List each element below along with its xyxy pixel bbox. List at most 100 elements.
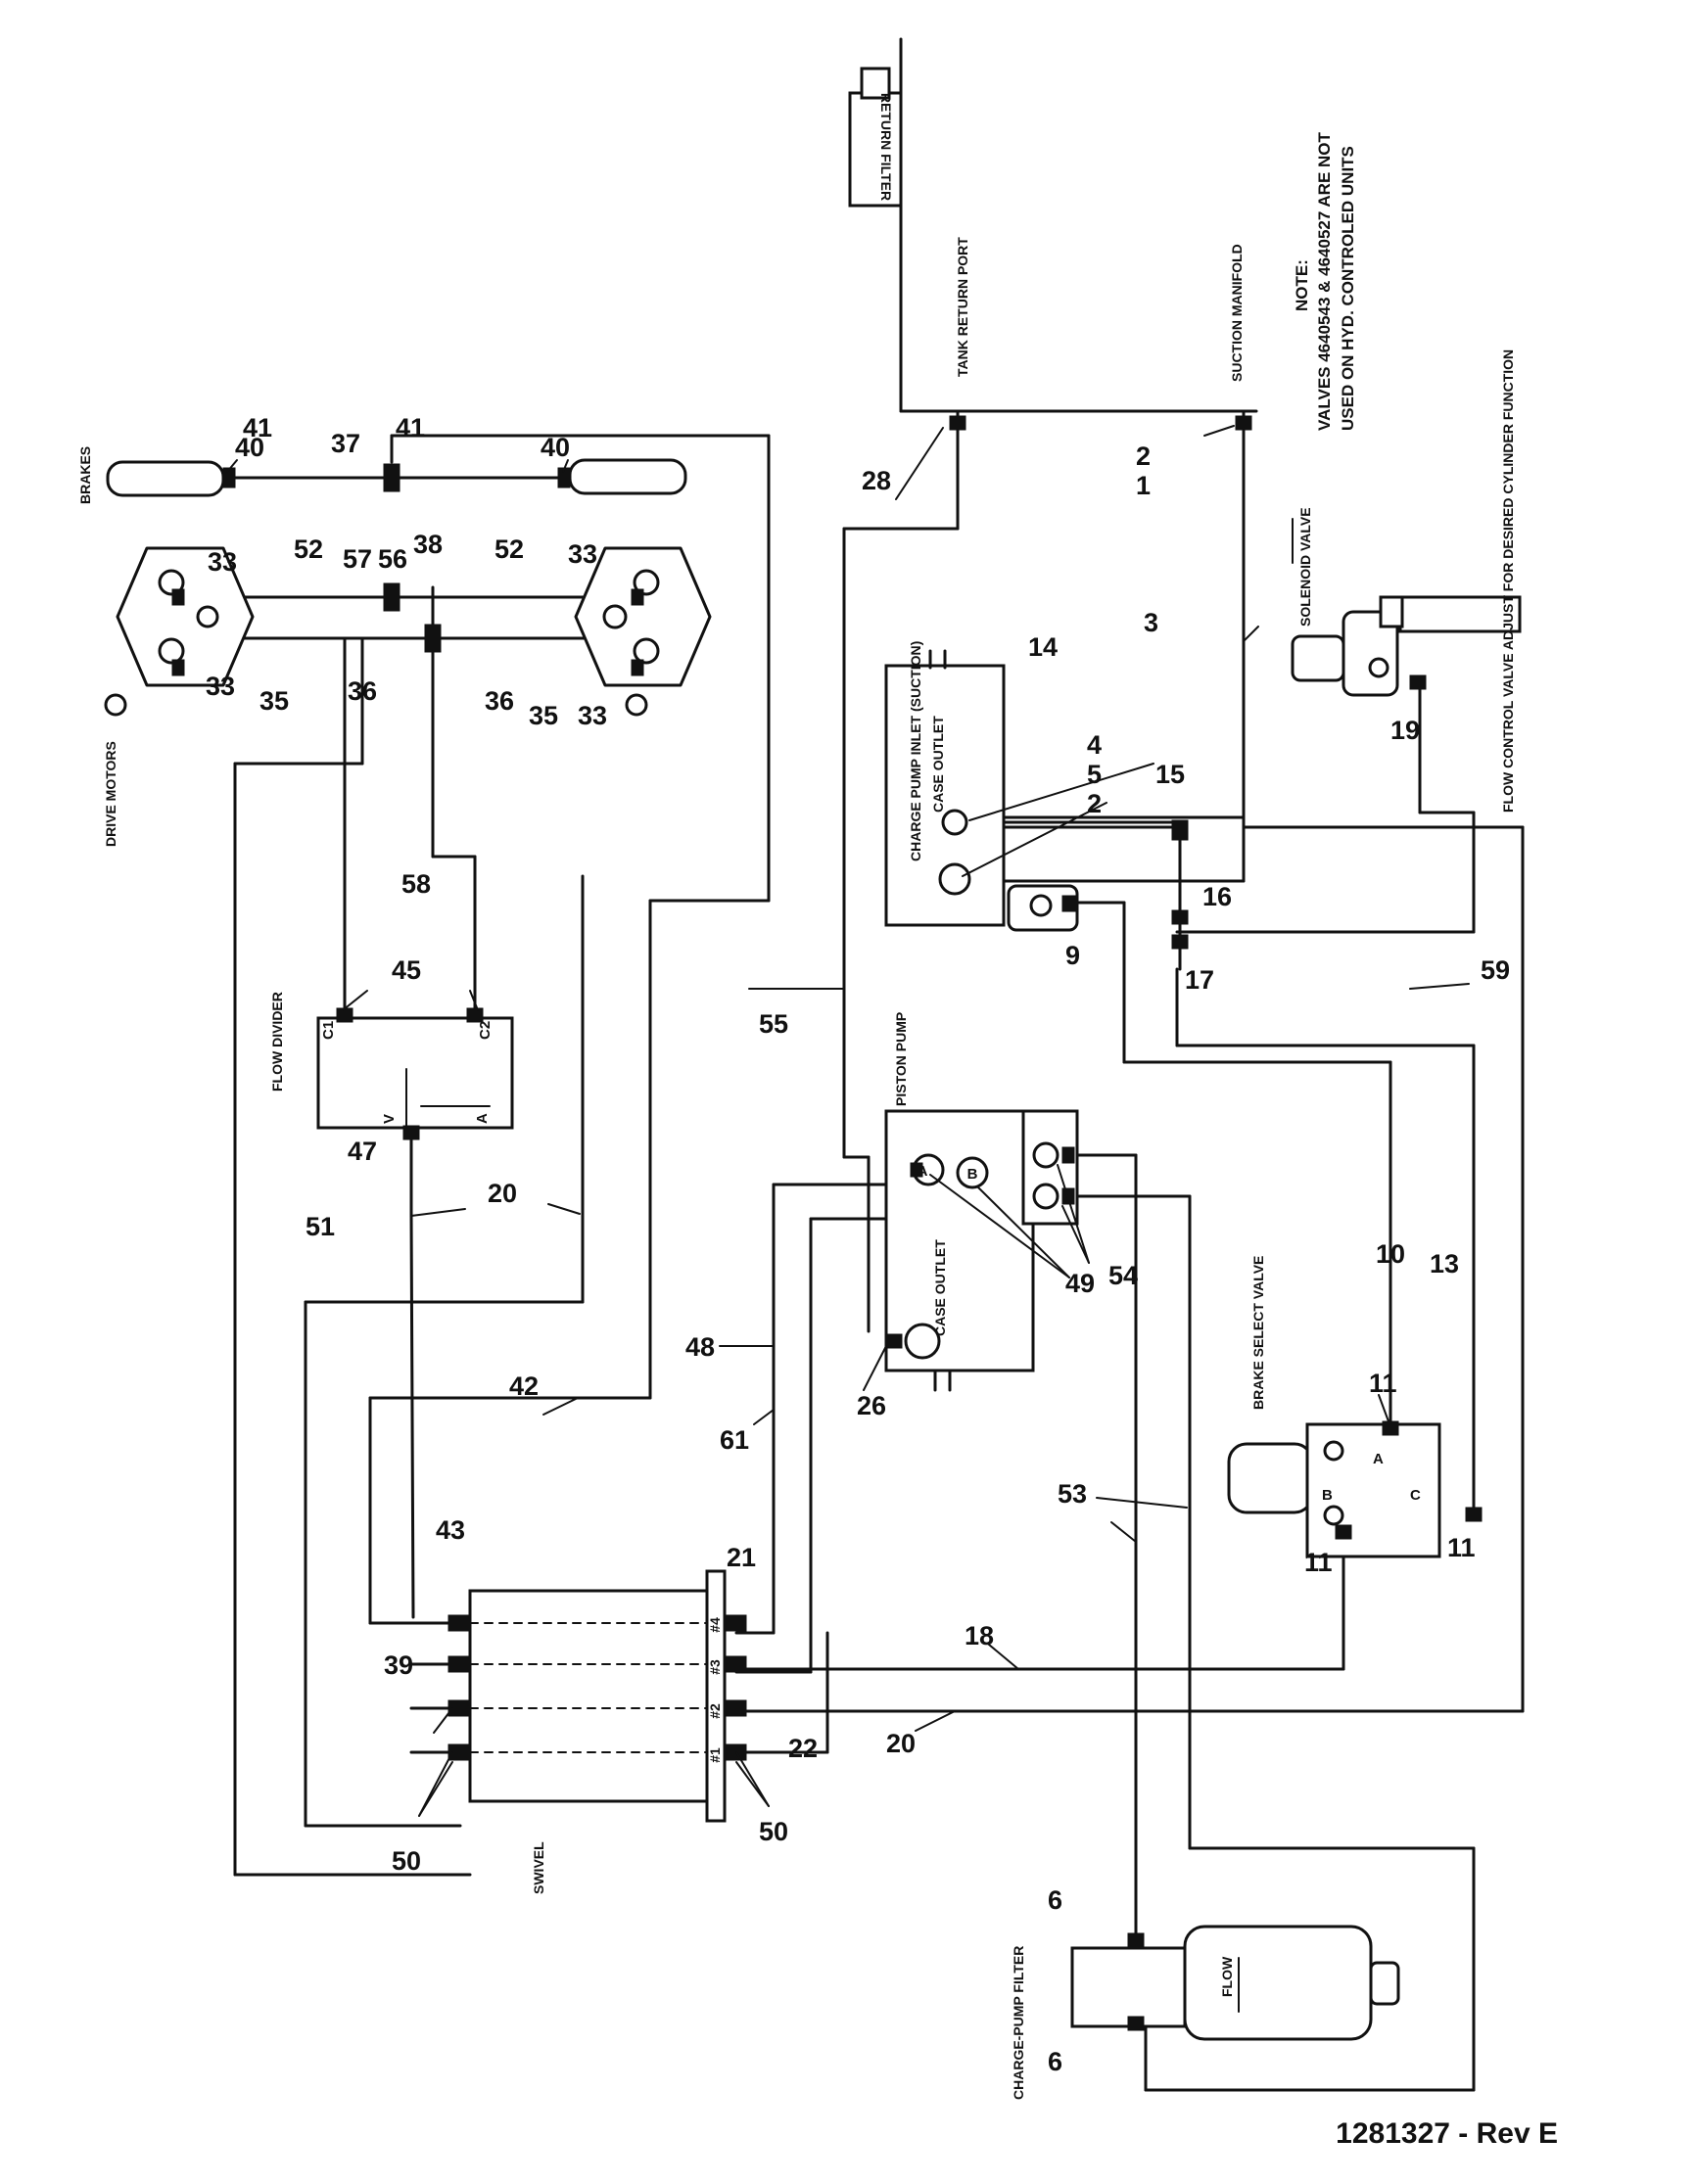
callout-58: 58 [401, 869, 431, 899]
callout-52: 52 [494, 534, 524, 564]
fd-port-a: A [474, 1113, 491, 1124]
fittings [171, 415, 1483, 2031]
callout-15: 15 [1155, 760, 1185, 789]
callout-21: 21 [727, 1543, 756, 1572]
brakes-label: BRAKES [77, 446, 93, 504]
solenoid-valve: SOLENOID VALVE FLOW CONTROL VALVE ADJUST… [1291, 349, 1522, 813]
callout-4: 4 [1087, 730, 1102, 760]
callout-50: 50 [759, 1817, 788, 1846]
callout-6: 6 [1048, 2047, 1062, 2076]
callout-54: 54 [1108, 1261, 1138, 1290]
swivel: #4 #3 #2 #1 [468, 1569, 727, 1823]
callout-16: 16 [1202, 882, 1232, 911]
return-filter: RETURN FILTER [848, 67, 903, 208]
callout-56: 56 [378, 544, 407, 574]
callout-2: 2 [1136, 441, 1151, 471]
tank-return-port-label: TANK RETURN PORT [955, 237, 970, 377]
callout-55: 55 [759, 1009, 788, 1039]
callout-53: 53 [1058, 1479, 1087, 1509]
callout-3: 3 [1144, 608, 1158, 637]
document-number: 1281327 - Rev E [1336, 2117, 1558, 2150]
note-title: NOTE: [1293, 259, 1311, 311]
callout-9: 9 [1065, 941, 1080, 970]
callout-59: 59 [1481, 955, 1510, 985]
swivel-port-2: #2 [707, 1703, 723, 1719]
drive-motor-left [116, 546, 255, 687]
swivel-port-3: #3 [707, 1659, 723, 1675]
callout-42: 42 [509, 1371, 539, 1401]
callout-36: 36 [348, 676, 377, 706]
callout-26: 26 [857, 1391, 886, 1420]
return-filter-label: RETURN FILTER [878, 93, 894, 201]
callout-33: 33 [578, 701, 607, 730]
hose-lines [172, 37, 1525, 2092]
flow-divider: C1 C2 V A [316, 1016, 514, 1130]
note-block: NOTE: VALVES 4640543 & 4640527 ARE NOT U… [1292, 131, 1357, 564]
piston-pump: A B CASE OUTLET [884, 1109, 1079, 1392]
flow-label: FLOW [1219, 1956, 1235, 1997]
drive-motors [104, 546, 712, 717]
brake-actuators [106, 458, 687, 497]
callout-2: 2 [1087, 789, 1102, 818]
bsv-port-c: C [1410, 1487, 1421, 1504]
callout-33: 33 [208, 547, 237, 577]
callout-5: 5 [1087, 760, 1102, 789]
drive-motor-right [574, 546, 712, 687]
callout-20: 20 [488, 1179, 517, 1208]
callout-10: 10 [1376, 1239, 1405, 1269]
bsv-port-a: A [1373, 1451, 1384, 1467]
callout-48: 48 [685, 1332, 715, 1362]
callout-22: 22 [788, 1734, 818, 1763]
callout-28: 28 [862, 466, 891, 495]
solenoid-valve-label: SOLENOID VALVE [1297, 507, 1313, 627]
swivel-label: SWIVEL [531, 1841, 546, 1894]
callout-14: 14 [1028, 632, 1058, 662]
callout-40: 40 [541, 433, 570, 462]
flow-control-valve-label: FLOW CONTROL VALVE ADJUST FOR DESIRED CY… [1500, 349, 1516, 813]
callout-17: 17 [1185, 965, 1214, 995]
piston-pump-label: PISTON PUMP [893, 1012, 909, 1106]
fd-port-c2: C2 [477, 1021, 494, 1040]
brake-select-valve: A B C [1227, 1422, 1441, 1558]
callout-leaders [226, 425, 1470, 1817]
callout-numbers: 41 40 37 41 40 33 52 57 56 38 52 33 33 3… [206, 413, 1510, 2076]
callout-19: 19 [1390, 716, 1420, 745]
brake-select-valve-label: BRAKE SELECT VALVE [1250, 1256, 1266, 1410]
brake-left [106, 460, 225, 497]
drive-motors-label: DRIVE MOTORS [103, 741, 118, 847]
callout-52: 52 [294, 534, 323, 564]
callout-49: 49 [1065, 1269, 1095, 1298]
callout-33: 33 [206, 672, 235, 701]
callout-18: 18 [965, 1621, 994, 1650]
callout-38: 38 [413, 530, 443, 559]
callout-51: 51 [306, 1212, 335, 1241]
pump-case-outlet-label: CASE OUTLET [932, 1239, 948, 1336]
callout-41: 41 [243, 413, 272, 442]
flow-divider-label: FLOW DIVIDER [269, 992, 285, 1092]
charge-pump-filter-label: CHARGE-PUMP FILTER [1011, 1946, 1026, 2100]
callout-47: 47 [348, 1137, 377, 1166]
callout-43: 43 [436, 1515, 465, 1545]
callout-35: 35 [259, 686, 289, 716]
note-line-1: VALVES 4640543 & 4640527 ARE NOT [1315, 131, 1334, 431]
callout-61: 61 [720, 1425, 749, 1455]
callout-13: 13 [1430, 1249, 1459, 1278]
swivel-port-1: #1 [707, 1747, 723, 1763]
swivel-port-4: #4 [707, 1617, 723, 1633]
callout-6: 6 [1048, 1885, 1062, 1915]
callout-11: 11 [1447, 1533, 1476, 1562]
callout-37: 37 [331, 429, 360, 458]
bsv-port-b: B [1322, 1487, 1333, 1504]
callout-1: 1 [1136, 471, 1151, 500]
callout-33: 33 [568, 539, 597, 569]
fd-port-v: V [381, 1114, 398, 1124]
callout-41: 41 [396, 413, 425, 442]
callout-11: 11 [1369, 1369, 1397, 1398]
callout-45: 45 [392, 955, 421, 985]
brake-right [568, 458, 687, 495]
charge-pump-inlet-label: CHARGE PUMP INLET (SUCTION) [908, 641, 923, 861]
suction-manifold-label: SUCTION MANIFOLD [1229, 244, 1245, 382]
callout-40: 40 [235, 433, 264, 462]
charge-case-outlet-label: CASE OUTLET [930, 716, 946, 813]
